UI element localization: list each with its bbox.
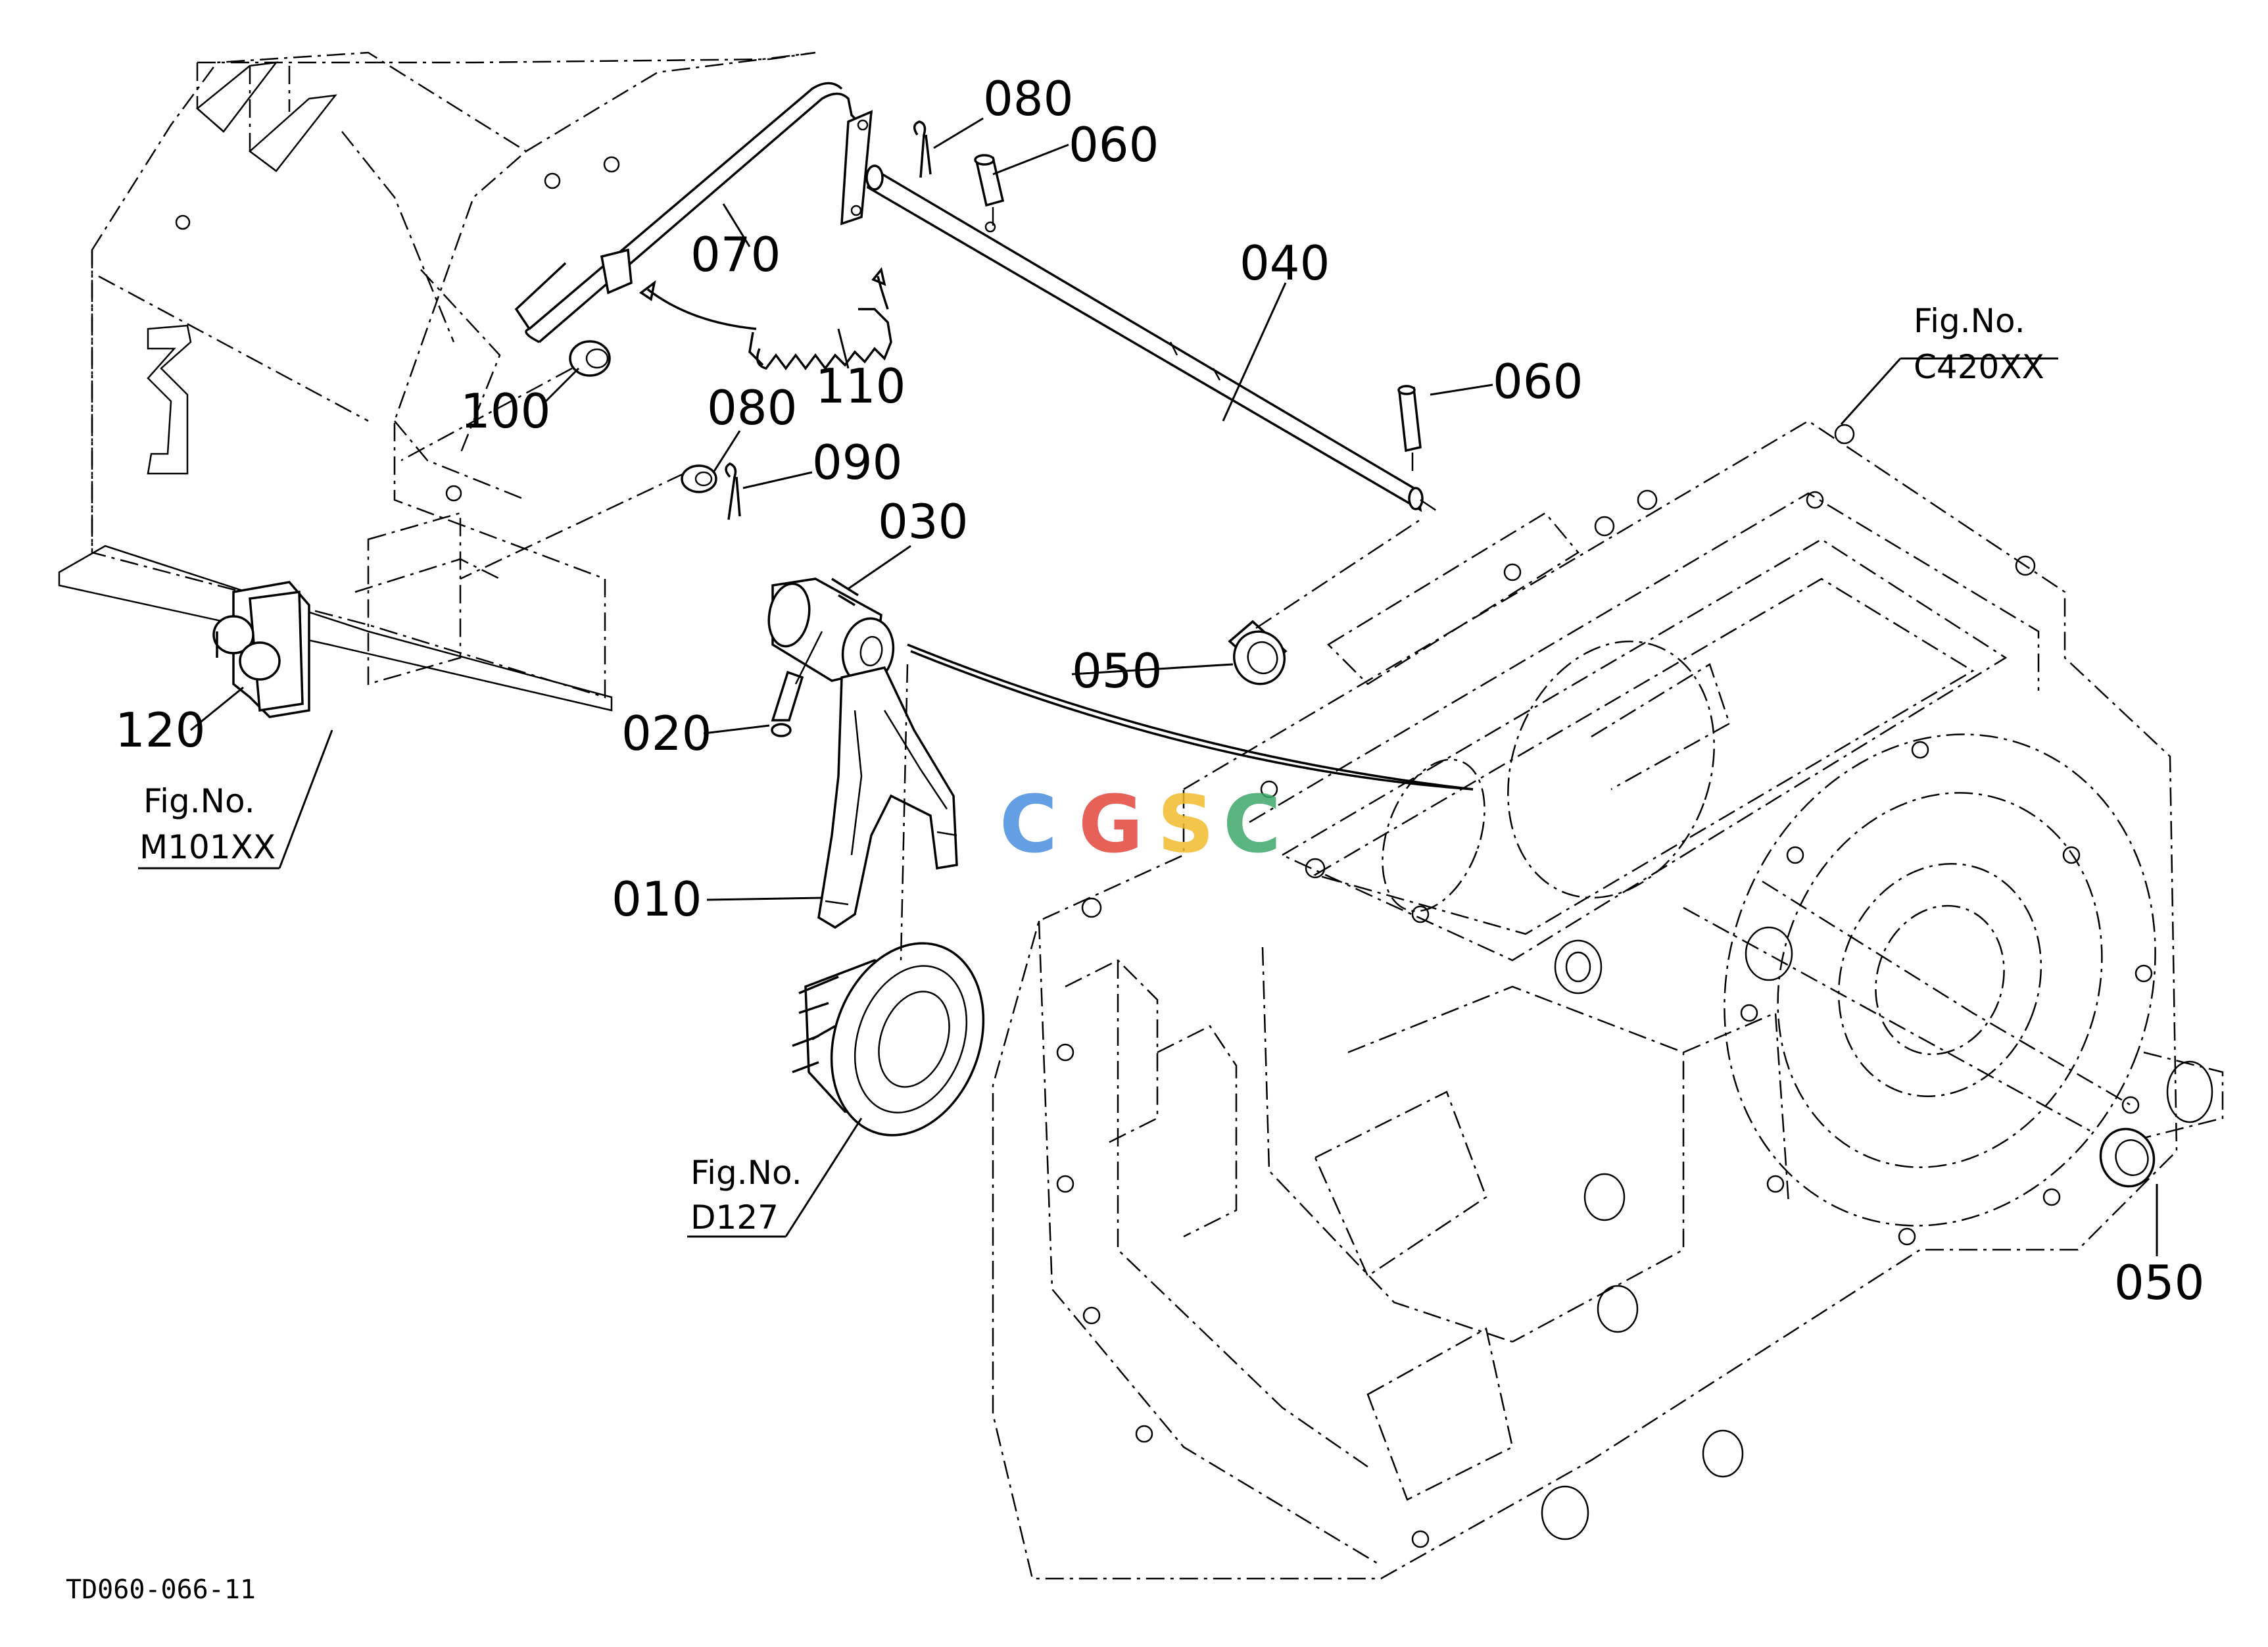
part-080-washer xyxy=(681,464,717,493)
callout-100: 100 xyxy=(460,383,550,439)
leader-lines xyxy=(138,117,2158,1256)
watermark-letter-2: G xyxy=(1078,779,1144,871)
callout-010: 010 xyxy=(612,872,702,927)
watermark-letter-3: S xyxy=(1157,779,1214,871)
callout-020: 020 xyxy=(621,706,712,761)
callout-080-upper: 080 xyxy=(983,71,1073,126)
part-050-oil-seal-lower xyxy=(2099,1127,2156,1188)
figure-ref-d127: Fig.No. D127 xyxy=(690,1154,802,1237)
document-id: TD060-066-11 xyxy=(66,1575,256,1605)
watermark-logo: C G S C xyxy=(1000,779,1281,871)
callout-060-lower: 060 xyxy=(1493,354,1583,409)
figure-ref-label: Fig.No. xyxy=(690,1154,802,1192)
transmission-case-outline xyxy=(992,420,2224,1580)
figure-ref-number: M101XX xyxy=(139,828,276,866)
callout-090: 090 xyxy=(812,435,902,490)
part-110-return-spring xyxy=(639,267,892,370)
clutch-housing-outline xyxy=(58,51,816,712)
figure-ref-m101xx: Fig.No. M101XX xyxy=(139,782,276,866)
part-080-split-pin-upper xyxy=(913,120,932,178)
part-060-roll-pin-upper xyxy=(974,154,1005,233)
assembly-guide-lines xyxy=(400,367,2092,1133)
callout-110: 110 xyxy=(815,358,905,414)
part-050-oil-seal-upper xyxy=(1228,620,1288,685)
part-040-shift-shaft xyxy=(840,110,1441,514)
part-090-split-pin xyxy=(725,462,741,520)
part-060-roll-pin-lower xyxy=(1397,385,1422,474)
callout-120: 120 xyxy=(115,702,205,758)
callout-060-upper: 060 xyxy=(1069,117,1159,172)
watermark-letter-4: C xyxy=(1223,779,1281,871)
part-120-boot xyxy=(212,581,310,718)
callout-080-lower: 080 xyxy=(707,380,797,435)
figure-ref-number: D127 xyxy=(690,1198,779,1237)
part-070-link-rod xyxy=(514,82,863,343)
callout-040: 040 xyxy=(1240,235,1330,291)
callout-030: 030 xyxy=(878,494,968,549)
callout-050-upper: 050 xyxy=(1072,643,1162,699)
figure-ref-number: C420XX xyxy=(1914,348,2044,386)
figure-ref-c420xx: Fig.No. C420XX xyxy=(1914,302,2044,386)
part-100-bushing xyxy=(569,340,611,377)
part-020-pin xyxy=(771,631,823,737)
callout-070: 070 xyxy=(690,227,781,282)
watermark-letter-1: C xyxy=(1000,779,1057,871)
release-bearing-d127 xyxy=(792,942,985,1137)
figure-ref-label: Fig.No. xyxy=(143,782,255,820)
figure-ref-label: Fig.No. xyxy=(1914,302,2025,340)
part-010-shift-fork xyxy=(817,666,958,929)
callout-050-lower: 050 xyxy=(2114,1255,2204,1310)
